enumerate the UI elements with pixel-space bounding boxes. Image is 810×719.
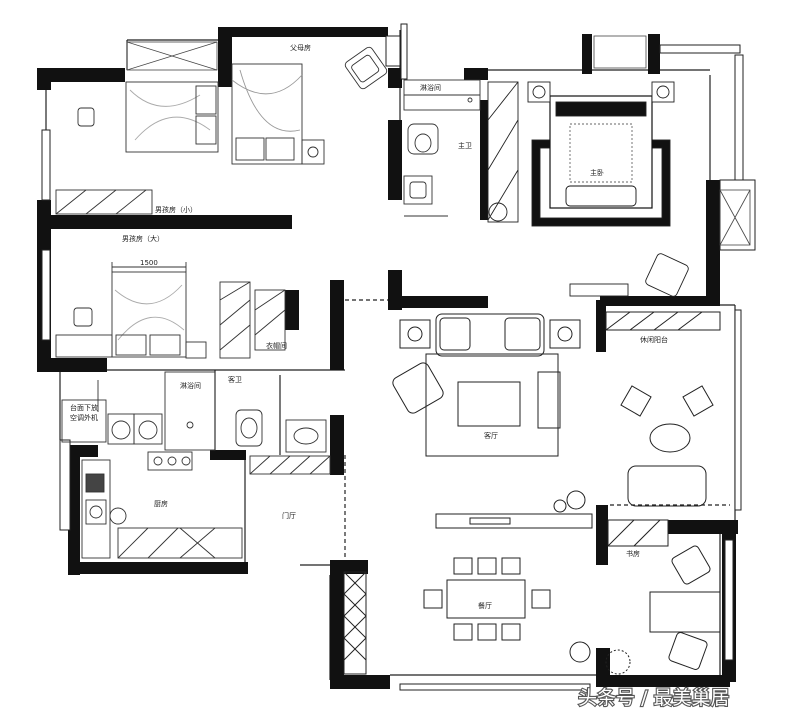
label-kitchen: 厨房 [154, 499, 168, 508]
label-closet: 衣帽间 [266, 341, 287, 350]
parents-room-furniture [231, 46, 388, 165]
kitchen-fixtures [81, 451, 243, 559]
label-shower-master: 淋浴间 [420, 83, 441, 92]
balcony-furniture [553, 311, 721, 513]
label-bed-width: 1500 [140, 259, 158, 267]
label-master-bath: 主卫 [458, 141, 472, 150]
guest-bath-fixtures [61, 371, 331, 475]
label-parents-room: 父母房 [290, 43, 311, 52]
label-dining-room: 餐厅 [478, 601, 492, 610]
label-boys-room-large: 男孩房（大） [122, 234, 164, 243]
dining-furniture [423, 557, 551, 641]
windows [41, 23, 756, 691]
label-boys-room-small: 男孩房（小） [155, 205, 197, 214]
label-ac-note-2: 空调外机 [70, 413, 98, 422]
label-leisure-balcony: 休闲阳台 [640, 335, 668, 344]
watermark: 头条号 / 最美巢居 [578, 687, 729, 709]
master-bedroom-furniture [487, 81, 689, 297]
label-study: 书房 [626, 549, 640, 558]
living-room-furniture [392, 313, 593, 529]
study-furniture [569, 519, 721, 675]
boys-room-small-furniture [55, 81, 219, 215]
label-living-room: 客厅 [484, 431, 498, 440]
boys-room-large-furniture [55, 262, 286, 359]
room-labels: 父母房 男孩房（小） 男孩房（大） 1500 淋浴间 主卫 主卧 衣帽间 淋浴间… [70, 43, 668, 610]
dining-shelf [343, 571, 367, 675]
label-master-bedroom: 主卧 [590, 168, 604, 177]
label-foyer: 门厅 [282, 511, 296, 520]
master-bath-fixtures [403, 79, 481, 217]
label-guest-bath: 客卫 [228, 375, 242, 384]
label-shower-guest: 淋浴间 [180, 381, 201, 390]
label-ac-note-1: 台面下放 [70, 403, 98, 412]
balcony-boxes [126, 35, 751, 246]
